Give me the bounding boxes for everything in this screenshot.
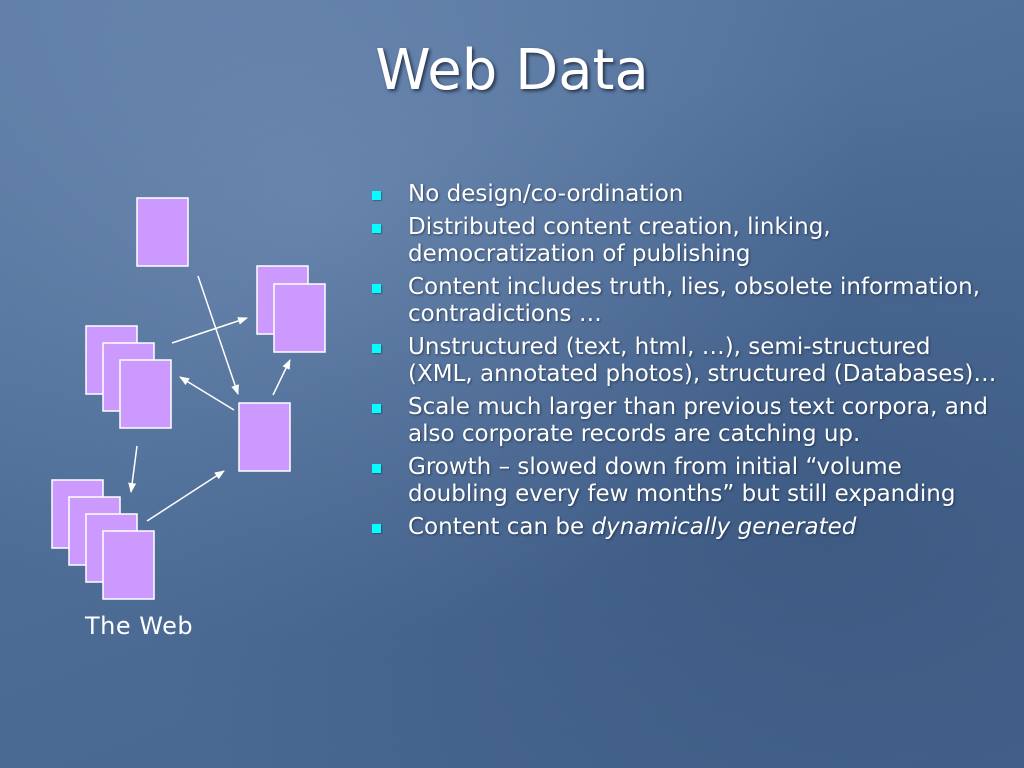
- link-arrow: [272, 359, 291, 396]
- bullet-text: Content includes truth, lies, obsolete i…: [408, 274, 981, 327]
- square-bullet-icon: [372, 404, 381, 413]
- web-page-icon: [119, 359, 172, 429]
- square-bullet-icon: [372, 524, 381, 533]
- slide-title: Web Data: [375, 38, 649, 103]
- bullet-text: Unstructured (text, html, …), semi-struc…: [408, 334, 997, 387]
- web-page-icon: [273, 283, 326, 353]
- bullet-list: No design/co-ordination Distributed cont…: [372, 181, 997, 547]
- link-arrow: [179, 376, 235, 411]
- web-page-icon: [102, 530, 155, 600]
- bullet-item: No design/co-ordination: [372, 181, 997, 208]
- square-bullet-icon: [372, 464, 381, 473]
- link-arrow: [197, 275, 239, 395]
- bullet-text: Growth – slowed down from initial “volum…: [408, 454, 956, 507]
- bullet-item: Unstructured (text, html, …), semi-struc…: [372, 334, 997, 388]
- link-arrow: [128, 445, 138, 493]
- bullet-text-emphasis: dynamically generated: [591, 514, 857, 540]
- bullet-item: Growth – slowed down from initial “volum…: [372, 454, 997, 508]
- diagram-caption: The Web: [85, 612, 194, 640]
- link-arrow: [171, 317, 248, 344]
- bullet-text-prefix: Content can be: [408, 514, 592, 540]
- bullet-item: Scale much larger than previous text cor…: [372, 394, 997, 448]
- square-bullet-icon: [372, 284, 381, 293]
- square-bullet-icon: [372, 191, 381, 200]
- bullet-text: Distributed content creation, linking, d…: [408, 214, 831, 267]
- bullet-item: Distributed content creation, linking, d…: [372, 214, 997, 268]
- bullet-item: Content can be dynamically generated: [372, 514, 997, 541]
- web-page-icon: [238, 402, 291, 472]
- square-bullet-icon: [372, 344, 381, 353]
- square-bullet-icon: [372, 224, 381, 233]
- bullet-text: Scale much larger than previous text cor…: [408, 394, 988, 447]
- bullet-text: No design/co-ordination: [408, 181, 684, 207]
- bullet-item: Content includes truth, lies, obsolete i…: [372, 274, 997, 328]
- link-arrow: [146, 470, 225, 522]
- web-page-icon: [136, 197, 189, 267]
